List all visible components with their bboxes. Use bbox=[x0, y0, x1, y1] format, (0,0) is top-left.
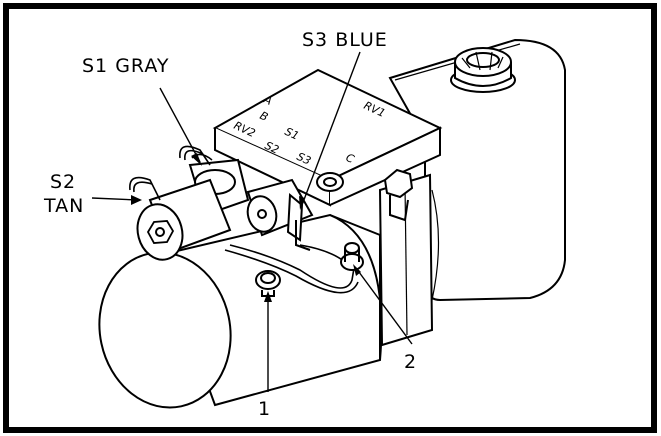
manifold-block bbox=[212, 68, 443, 207]
terminal-fitting-2 bbox=[340, 242, 364, 271]
solenoid-s2 bbox=[136, 178, 232, 261]
leader-lines bbox=[91, 51, 413, 392]
pump-mount-plate bbox=[378, 173, 440, 347]
callout-s3-blue: S3 BLUE bbox=[302, 29, 388, 51]
leader-arrowheads bbox=[131, 153, 361, 302]
port-label-s3: S3 bbox=[295, 150, 313, 168]
manifold-port-plug bbox=[316, 172, 344, 192]
callout-item-1: 1 bbox=[258, 398, 271, 420]
port-label-s1: S1 bbox=[283, 125, 301, 143]
callout-item-2: 2 bbox=[404, 351, 417, 373]
callout-s1-gray: S1 GRAY bbox=[82, 55, 169, 77]
relief-valve-hex bbox=[383, 168, 414, 222]
solenoid-s3 bbox=[246, 178, 314, 251]
callout-s2-line1: S2 bbox=[50, 171, 76, 193]
filler-cap bbox=[450, 47, 516, 93]
port-label-s2: S2 bbox=[263, 139, 281, 157]
callout-s2-line2: TAN bbox=[43, 195, 84, 217]
diagram-border bbox=[3, 3, 657, 433]
